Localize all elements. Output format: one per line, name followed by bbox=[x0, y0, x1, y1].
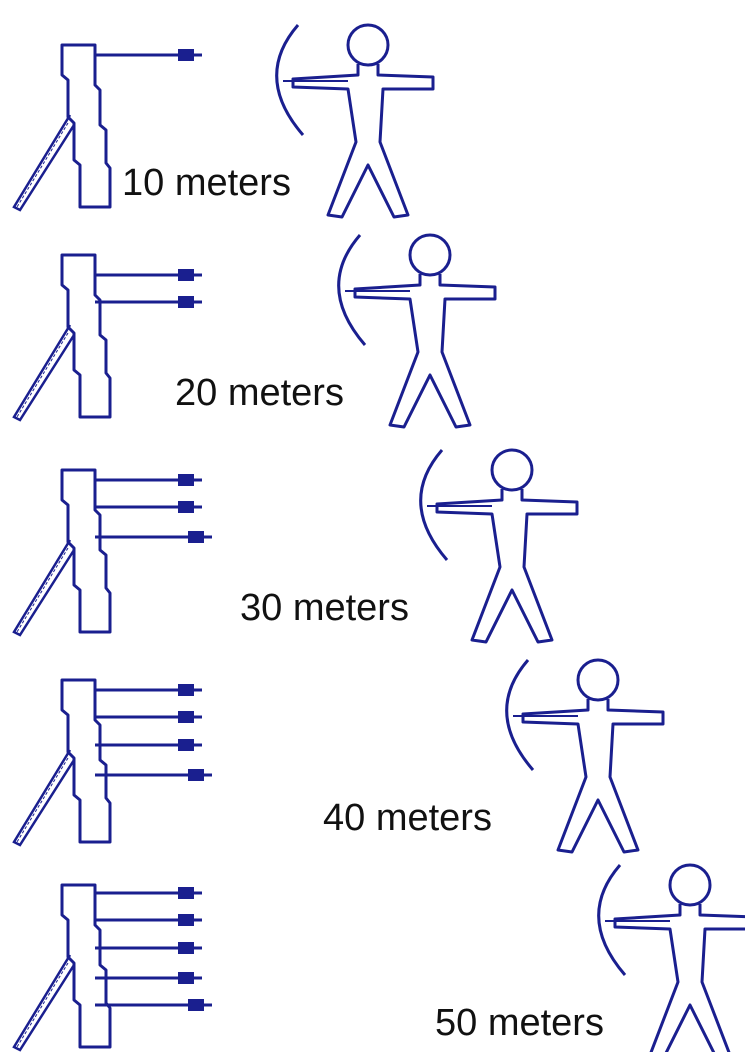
archer-icon bbox=[337, 233, 497, 429]
arrow-icon bbox=[95, 684, 202, 696]
distance-row-4: 40 meters bbox=[12, 658, 665, 854]
distance-label: 20 meters bbox=[175, 372, 344, 414]
arrow-icon bbox=[95, 711, 202, 723]
target-board-icon bbox=[12, 468, 112, 637]
arrow-icon bbox=[95, 769, 212, 781]
distance-label: 40 meters bbox=[323, 797, 492, 839]
arrow-icon bbox=[95, 49, 202, 61]
arrow-icon bbox=[95, 942, 202, 954]
arrow-icon bbox=[95, 474, 202, 486]
target-board-icon bbox=[12, 883, 112, 1052]
arrow-icon bbox=[95, 972, 202, 984]
target-board-icon bbox=[12, 43, 112, 212]
arrow-icon bbox=[95, 887, 202, 899]
distance-row-2: 20 meters bbox=[12, 233, 497, 429]
arrow-icon bbox=[95, 296, 202, 308]
arrow-icon bbox=[95, 269, 202, 281]
target-board-icon bbox=[12, 678, 112, 847]
distance-label: 30 meters bbox=[240, 587, 409, 629]
distance-label: 10 meters bbox=[122, 162, 291, 204]
archer-icon bbox=[419, 448, 579, 644]
distance-row-1: 10 meters bbox=[12, 23, 435, 219]
arrow-icon bbox=[95, 531, 212, 543]
distance-label: 50 meters bbox=[435, 1002, 604, 1044]
archer-icon bbox=[275, 23, 435, 219]
archer-icon bbox=[597, 863, 745, 1057]
arrow-icon bbox=[95, 999, 212, 1011]
arrow-icon bbox=[95, 914, 202, 926]
distance-row-5: 50 meters bbox=[12, 863, 745, 1057]
target-board-icon bbox=[12, 253, 112, 422]
archer-icon bbox=[505, 658, 665, 854]
distance-row-3: 30 meters bbox=[12, 448, 579, 644]
arrow-icon bbox=[95, 739, 202, 751]
arrow-icon bbox=[95, 501, 202, 513]
